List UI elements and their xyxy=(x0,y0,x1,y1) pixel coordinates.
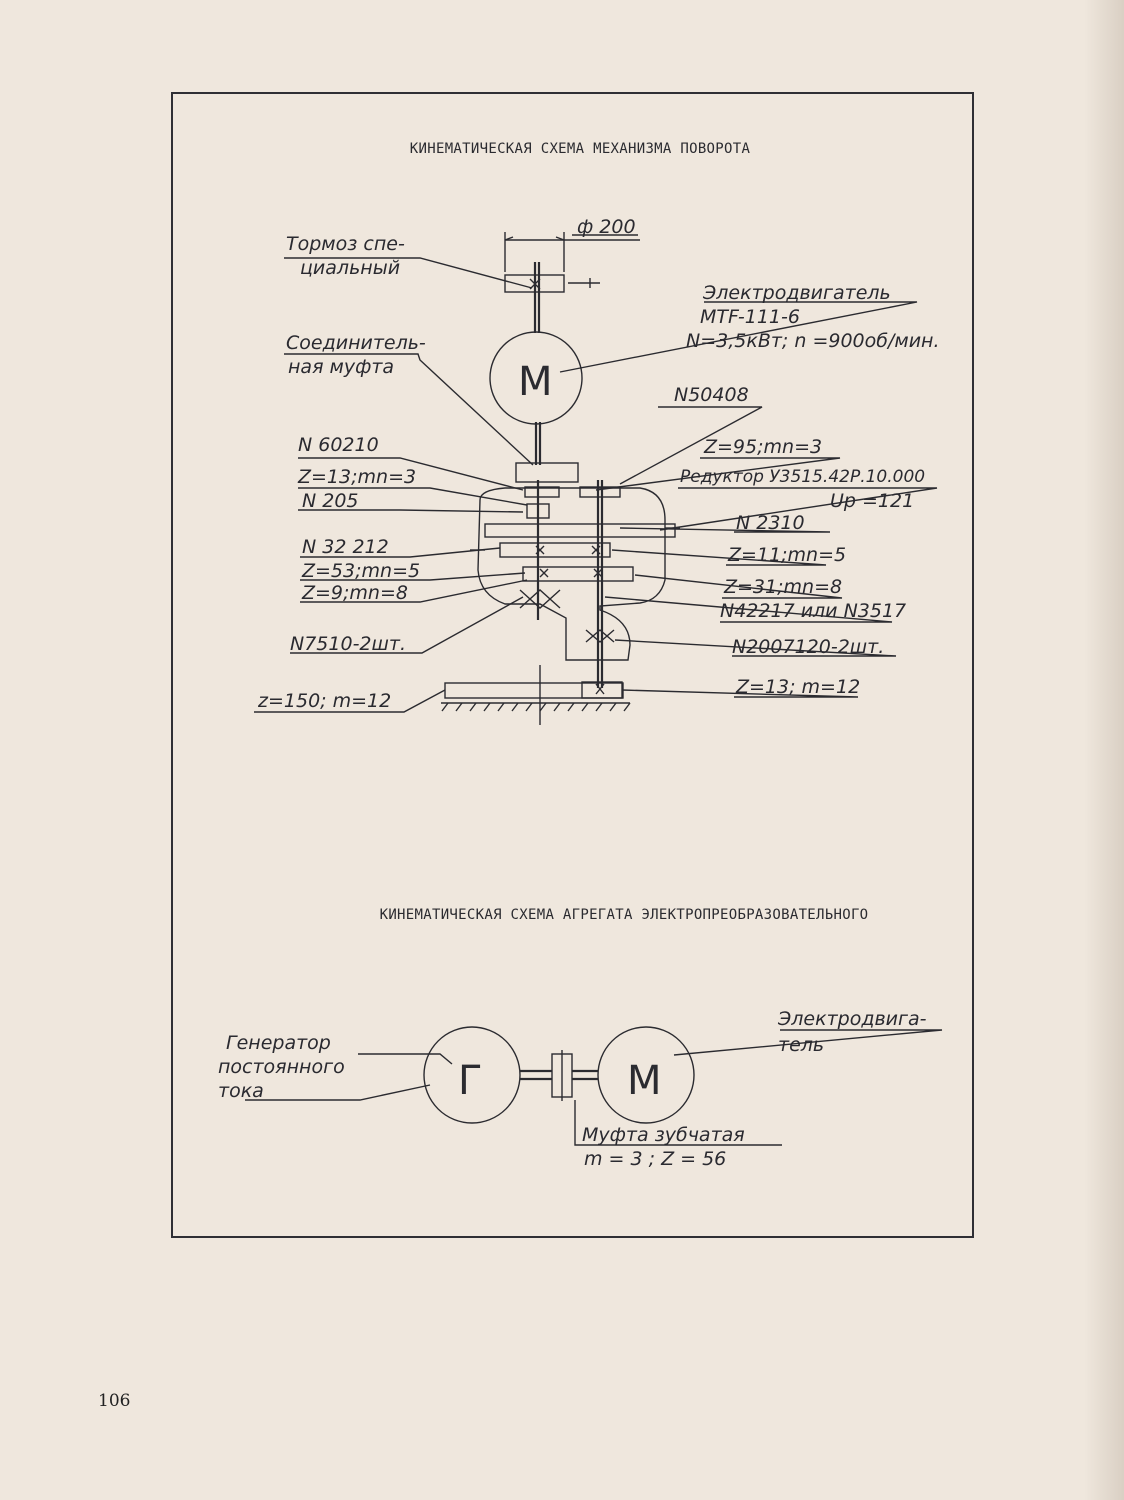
bearing-50408-label: N50408 xyxy=(674,384,749,406)
motor-shaft xyxy=(533,262,542,465)
bearing-7510-label: N7510-2шт. xyxy=(290,633,407,655)
reducer-housing xyxy=(470,462,680,688)
ring-gear-label: z=150; m=12 xyxy=(258,690,392,712)
motor-symbol: М xyxy=(627,1058,662,1104)
gear-z31-label: Z=31;mn=8 xyxy=(724,576,843,598)
gear-z95-label: Z=95;mn=3 xyxy=(704,436,823,458)
motor-circle: М xyxy=(489,331,583,425)
generator-motor-unit: Г М xyxy=(245,1026,943,1146)
bearing-60210-label: N 60210 xyxy=(298,434,379,456)
brake-label-line2: циальный xyxy=(300,257,401,279)
bearing-205-label: N 205 xyxy=(302,490,359,512)
coupling2-label-line2: m = 3 ; Z = 56 xyxy=(584,1148,727,1170)
leader-lines xyxy=(254,234,938,713)
diagram2-title: КИНЕМАТИЧЕСКАЯ СХЕМА АГРЕГАТА ЭЛЕКТРОПРЕ… xyxy=(379,907,869,923)
motor-symbol: М xyxy=(518,359,553,405)
drawing-frame xyxy=(171,92,974,1238)
motor-label-line2: MTF-111-6 xyxy=(700,306,800,328)
gear-z13-label: Z=13;mn=3 xyxy=(298,466,417,488)
generator-label-line3: тока xyxy=(218,1080,264,1102)
bearing-32212-label: N 32 212 xyxy=(302,536,389,558)
motor2-label-line1: Электродвига- xyxy=(778,1008,927,1030)
generator-label-line1: Генератор xyxy=(226,1032,331,1054)
page-edge-shadow xyxy=(1084,0,1124,1500)
motor2-label-line2: тель xyxy=(778,1034,825,1056)
reducer-label-line1: Редуктор У3515.42Р.10.000 xyxy=(680,467,926,487)
motor-label-line1: Электродвигатель xyxy=(703,282,891,304)
generator-label-line2: постоянного xyxy=(218,1056,345,1078)
brake-label-line1: Тормоз спе- xyxy=(286,233,405,255)
motor-label-line3: N=3,5кВт; n =900об/мин. xyxy=(686,330,940,352)
gear-z9-label: Z=9;mn=8 xyxy=(302,582,408,604)
reducer-label-line2: Up =121 xyxy=(830,490,915,512)
generator-symbol: Г xyxy=(458,1058,482,1104)
brake xyxy=(504,232,640,293)
gear-z11-label: Z=11;mn=5 xyxy=(728,544,847,566)
bearing-42217-label: N42217 или N3517 xyxy=(720,600,907,622)
diagram1-title: КИНЕМАТИЧЕСКАЯ СХЕМА МЕХАНИЗМА ПОВОРОТА xyxy=(409,141,751,157)
bearing-2310-label: N 2310 xyxy=(736,512,805,534)
pinion-label: Z=13; m=12 xyxy=(736,676,861,698)
gear-z53-label: Z=53;mn=5 xyxy=(302,560,421,582)
coupling2-label-line1: Муфта зубчатая xyxy=(582,1124,745,1146)
coupling-label-line1: Соединитель- xyxy=(286,332,426,354)
coupling-label-line2: ная муфта xyxy=(288,356,395,378)
bearing-2007120-label: N2007120-2шт. xyxy=(732,636,885,658)
diameter-label: ф 200 xyxy=(577,216,636,238)
page-number: 106 xyxy=(98,1391,131,1411)
